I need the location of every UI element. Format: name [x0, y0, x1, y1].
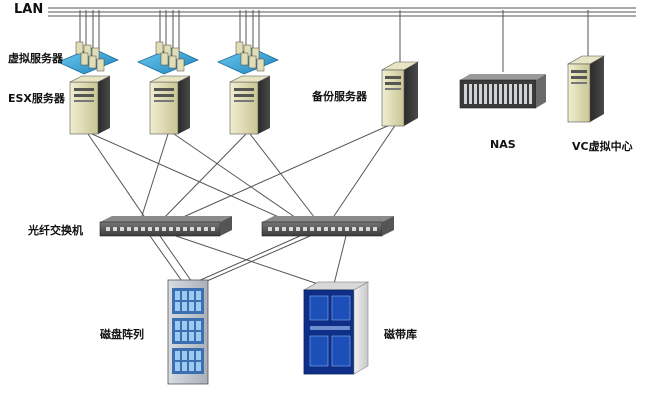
esx-server-2	[137, 41, 199, 135]
vm-cluster-icon	[137, 41, 199, 75]
vc-center-label: VC虚拟中心	[572, 140, 633, 153]
tape-library-label: 磁带库	[384, 328, 417, 341]
lan-label: LAN	[14, 2, 44, 17]
backup-server-label: 备份服务器	[312, 90, 367, 103]
server-tower-icon	[229, 75, 271, 135]
lan-drop-lines	[79, 10, 589, 72]
disk-array-label: 磁盘阵列	[100, 328, 144, 341]
server-tower-icon	[380, 61, 420, 127]
tape-library-icon	[302, 281, 370, 375]
fc-switch-label: 光纤交换机	[28, 224, 83, 237]
backup-server	[380, 61, 420, 127]
tape-library	[302, 281, 370, 375]
nas-rack-icon	[459, 74, 546, 109]
esx-servers-label: ESX服务器	[8, 92, 65, 105]
nas-device	[459, 74, 546, 109]
fc-switch-1	[99, 216, 232, 237]
esx-server-1	[57, 41, 119, 135]
server-tower-icon	[149, 75, 191, 135]
esx-server-3	[217, 41, 279, 135]
fc-switch-icon	[99, 216, 232, 237]
disk-array-icon	[167, 279, 209, 385]
nas-label: NAS	[490, 138, 516, 151]
vm-cluster-icon	[57, 41, 119, 75]
virtual-servers-label: 虚拟服务器	[8, 52, 63, 65]
vc-center-server	[566, 55, 606, 123]
fc-switch-2	[261, 216, 394, 237]
disk-array	[167, 279, 209, 385]
lan-bus	[48, 7, 636, 17]
fiber-links	[87, 123, 397, 285]
fc-switch-icon	[261, 216, 394, 237]
server-tower-icon	[69, 75, 111, 135]
vm-cluster-icon	[217, 41, 279, 75]
server-tower-icon	[566, 55, 606, 123]
